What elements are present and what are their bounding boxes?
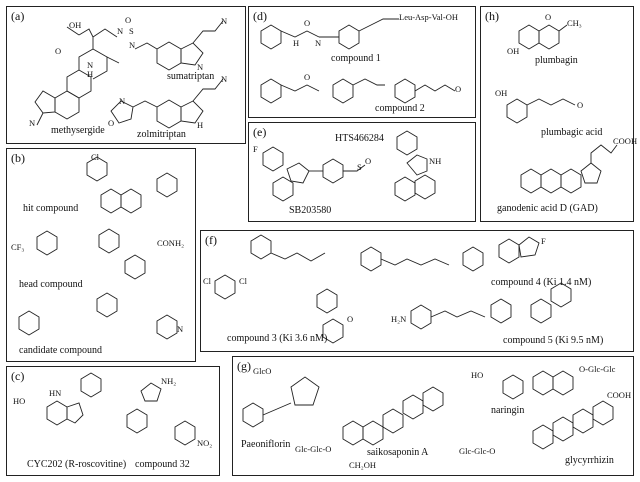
- atom-label: H: [293, 38, 300, 48]
- compound-name-plumbagin: plumbagin: [535, 55, 578, 66]
- compound-name-5: compound 5 (Ki 9.5 nM): [503, 335, 604, 346]
- compound-name-plumbagic-acid: plumbagic acid: [541, 127, 603, 138]
- atom-label: Cl: [239, 276, 248, 286]
- atom-label: F: [541, 236, 546, 246]
- atom-label: CH₂OH: [349, 460, 377, 470]
- atom-label: NO₂: [197, 438, 213, 448]
- atom-label: O: [125, 15, 132, 25]
- atom-label: HN: [49, 388, 62, 398]
- atom-label: OH: [507, 46, 520, 56]
- atom-label: O: [55, 46, 62, 56]
- atom-label: Cl: [91, 152, 100, 162]
- atom-label: Glc-Glc-O: [459, 446, 496, 456]
- atom-label: HO: [471, 370, 484, 380]
- atom-label: O: [347, 314, 354, 324]
- atom-label: O: [577, 100, 584, 110]
- atom-label: COOH: [607, 390, 632, 400]
- atom-label: O: [304, 72, 311, 82]
- panel-g: (g) GlcO Glc-Glc-O CH₂OH HO O-Glc-Glc CO…: [232, 356, 634, 476]
- compound-name-glycyrrhizin: glycyrrhizin: [565, 455, 614, 466]
- panel-label-g: (g): [237, 359, 251, 373]
- panel-label-b: (b): [11, 151, 25, 165]
- atom-label: CH₃: [567, 18, 582, 28]
- compound-name-2: compound 2: [375, 103, 425, 114]
- panel-c: (c) HN HO NH₂ NO₂ CYC202 (R-roscovitine)…: [6, 366, 220, 476]
- atom-label: CF₃: [11, 242, 25, 252]
- compound-name-hts466284: HTS466284: [335, 133, 384, 144]
- atom-label: N: [221, 74, 228, 84]
- atom-label: H₂N: [391, 314, 407, 324]
- panel-b: (b) Cl CF₃ CONH₂ N hit compound head com…: [6, 148, 196, 362]
- atom-label: NH: [429, 156, 442, 166]
- atom-label: N: [87, 60, 94, 70]
- atom-label: O: [108, 118, 115, 128]
- atom-label: OH: [69, 20, 82, 30]
- compound-name-head: head compound: [19, 279, 83, 290]
- compound-1-2-structure: [260, 18, 456, 104]
- panel-h: (h) O CH₃ OH OH O COOH plumbagin plumbag…: [480, 6, 638, 222]
- atom-label: S: [357, 162, 362, 172]
- atom-label: NH₂: [161, 376, 177, 386]
- compound-name-cyc202: CYC202 (R-roscovitine): [27, 459, 127, 470]
- atom-label: CONH₂: [157, 238, 185, 248]
- compound-name-sumatriptan: sumatriptan: [167, 71, 215, 82]
- atom-label: Leu-Asp-Val-OH: [399, 12, 459, 22]
- panel-label-h: (h): [485, 9, 499, 23]
- atom-label: OH: [495, 88, 508, 98]
- compound-name-32: compound 32: [135, 459, 190, 470]
- atom-label: H: [87, 69, 94, 79]
- compound-name-4: compound 4 (Ki 1.4 nM): [491, 277, 592, 288]
- compound-name-paeoniflorin: Paeoniflorin: [241, 439, 291, 450]
- atom-label: N: [315, 38, 322, 48]
- panel-a: (a) OH O N H N N N O S N N N O H N methy…: [6, 6, 246, 144]
- panel-label-e: (e): [253, 125, 267, 139]
- atom-label: F: [253, 144, 258, 154]
- atom-label: N: [119, 96, 126, 106]
- atom-label: N: [221, 16, 228, 26]
- kinase-inhibitor-structures: [262, 130, 436, 202]
- sulfonamide-series-structures: [18, 156, 178, 340]
- purine-and-thiazole-structures: [46, 372, 196, 446]
- receptor-ligand-structures: [214, 234, 572, 344]
- atom-label: O: [545, 12, 552, 22]
- atom-label: H: [197, 120, 204, 130]
- panel-label-d: (d): [253, 9, 267, 23]
- compound-name-naringin: naringin: [491, 405, 525, 416]
- atom-label: N: [177, 324, 184, 334]
- atom-label: Glc-Glc-O: [295, 444, 332, 454]
- atom-label: N: [197, 62, 204, 72]
- panel-label-f: (f): [205, 233, 217, 247]
- compound-name-candidate: candidate compound: [19, 345, 103, 356]
- atom-label: O: [455, 84, 462, 94]
- atom-label: Cl: [203, 276, 212, 286]
- atom-label: N: [117, 26, 124, 36]
- methysergide-structure: [34, 20, 224, 129]
- panel-f: (f) Cl Cl O F H₂N compound 3 (Ki 3.6 nM)…: [200, 230, 634, 352]
- atom-label: COOH: [613, 136, 638, 146]
- panel-d: (d) Leu-Asp-Val-OH O H N O O compound 1 …: [248, 6, 476, 118]
- compound-name-gad: ganodenic acid D (GAD): [497, 203, 598, 214]
- compound-name-1: compound 1: [331, 53, 381, 64]
- compound-name-methysergide: methysergide: [51, 125, 105, 136]
- panel-label-a: (a): [11, 9, 25, 23]
- panel-label-c: (c): [11, 369, 25, 383]
- naphthoquinone-and-triterpene-structures: [506, 24, 618, 194]
- atom-label: S: [129, 26, 134, 36]
- atom-label: N: [29, 118, 36, 128]
- panel-e: (e) F O S NH HTS466284 SB203580: [248, 122, 476, 222]
- compound-name-saikosaponin: saikosaponin A: [367, 447, 429, 458]
- compound-name-3: compound 3 (Ki 3.6 nM): [227, 333, 328, 344]
- atom-label: GlcO: [253, 366, 272, 376]
- atom-label: HO: [13, 396, 26, 406]
- compound-name-hit: hit compound: [23, 203, 79, 214]
- natural-product-structures: [242, 370, 614, 450]
- atom-label: O-Glc-Glc: [579, 364, 616, 374]
- atom-label: O: [304, 18, 311, 28]
- atom-label: O: [365, 156, 372, 166]
- atom-label: N: [129, 40, 136, 50]
- compound-name-zolmitriptan: zolmitriptan: [137, 129, 186, 140]
- compound-name-sb203580: SB203580: [289, 205, 332, 216]
